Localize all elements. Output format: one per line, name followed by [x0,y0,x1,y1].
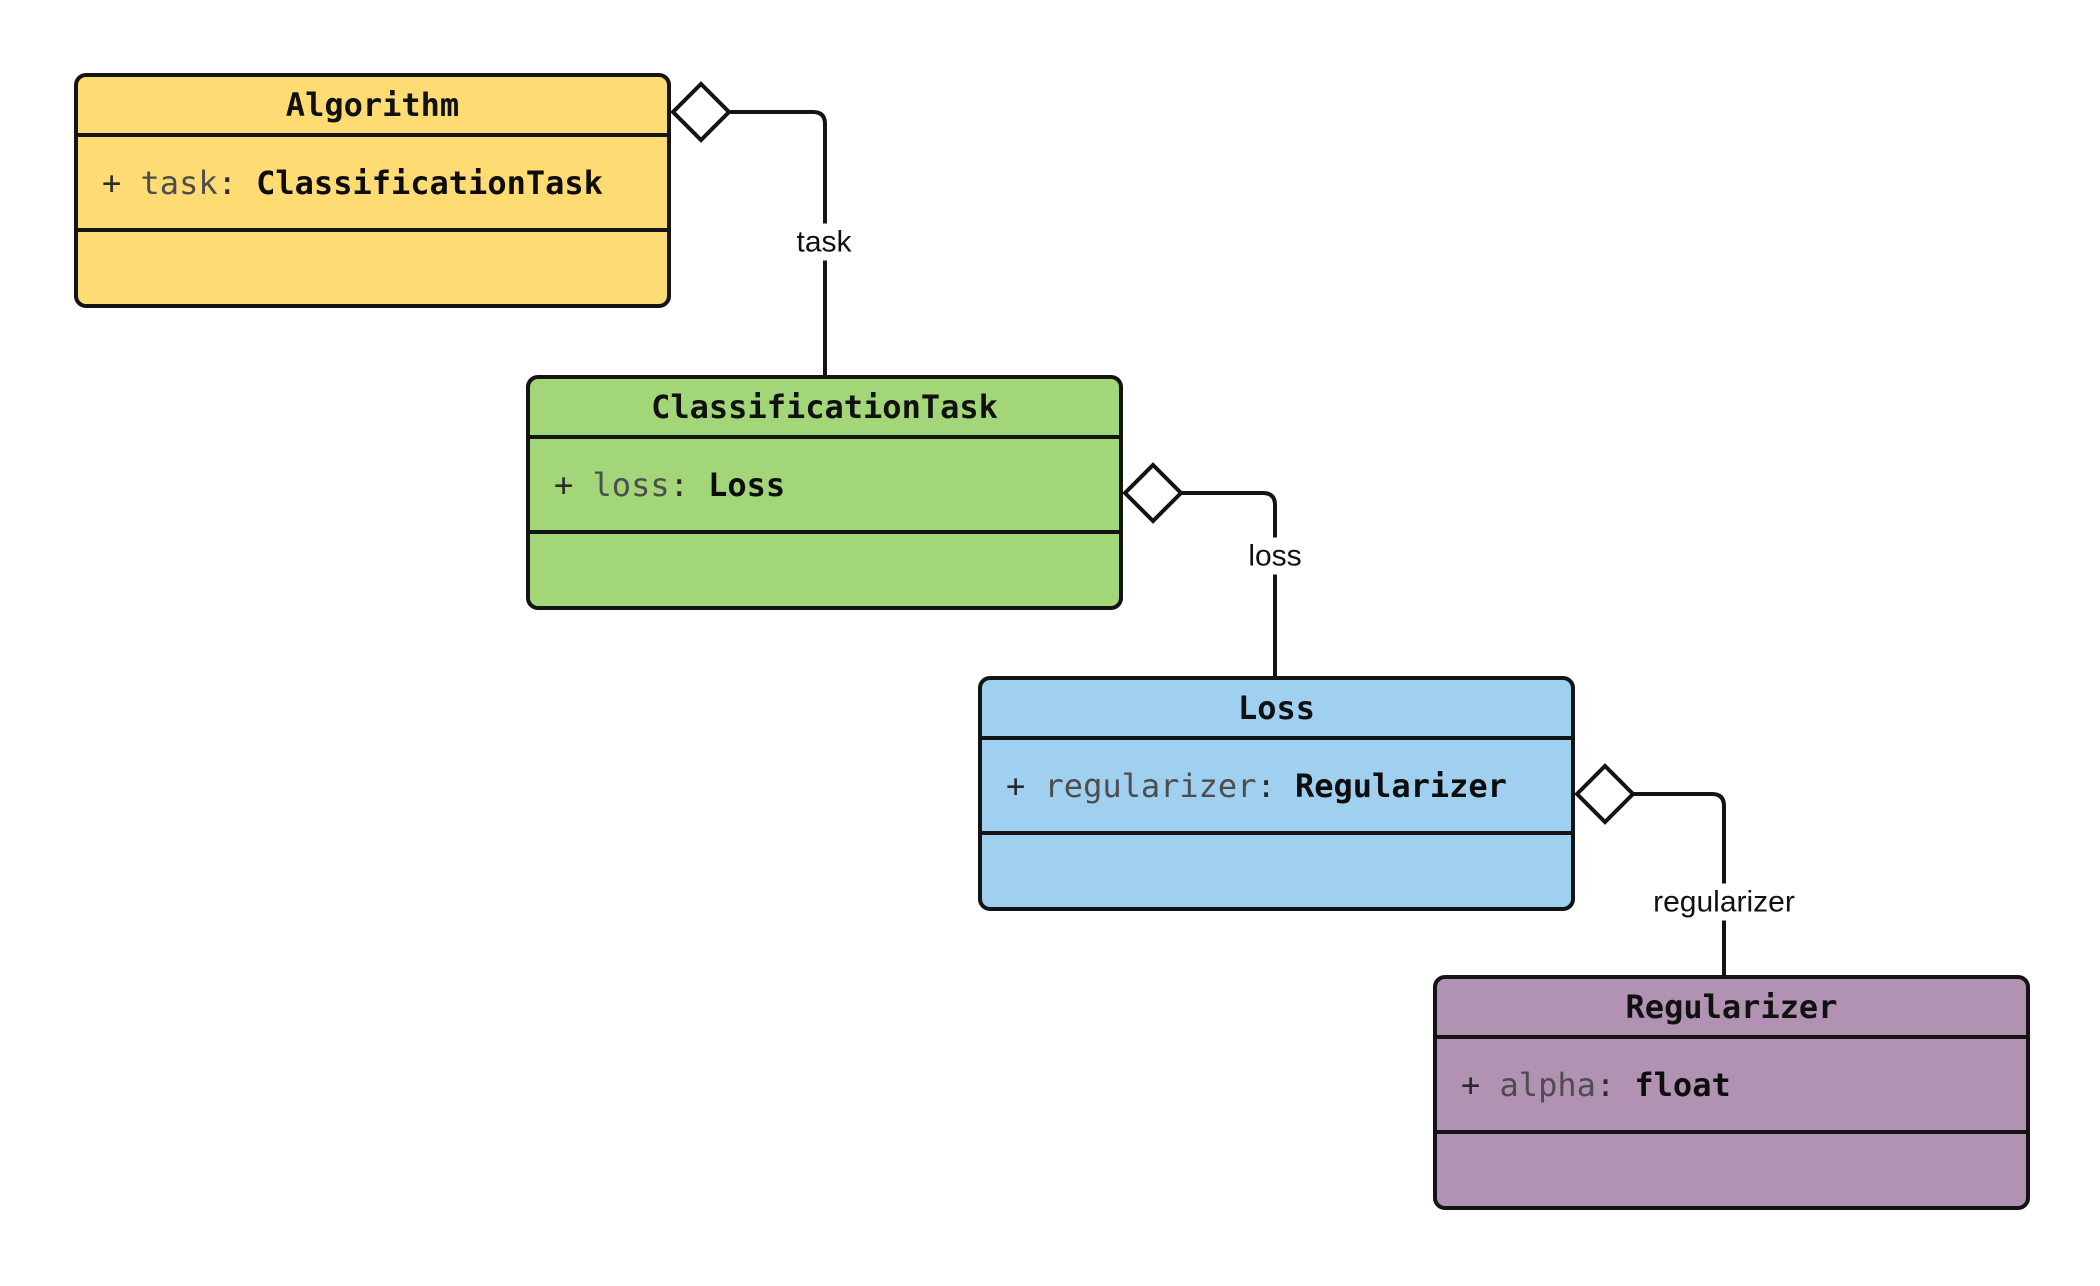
attribute-visibility: + [554,465,593,504]
class-title: Regularizer [1437,979,2026,1039]
class-node-classificationtask: ClassificationTask + loss: Loss [526,375,1123,610]
attribute-separator: : [669,465,709,504]
class-node-algorithm: Algorithm + task: ClassificationTask [74,73,671,308]
class-title: ClassificationTask [530,379,1119,439]
attribute-type: Regularizer [1294,766,1507,805]
edge-line [1181,491,1277,676]
attribute-name: regularizer [1044,766,1257,805]
attribute-visibility: + [1461,1065,1500,1104]
attribute-name: task [140,163,218,202]
class-title: Loss [982,680,1571,740]
class-node-loss: Loss + regularizer: Regularizer [978,676,1575,911]
attribute-separator: : [1256,766,1295,805]
aggregation-diamond [1574,763,1636,825]
edge-label-regularizer: regularizer [1645,883,1803,921]
attribute-separator: : [217,163,257,202]
class-attribute: + task: ClassificationTask [78,137,667,232]
attribute-type: float [1634,1065,1731,1104]
class-node-regularizer: Regularizer + alpha: float [1433,975,2030,1210]
attribute-type: Loss [708,465,786,504]
aggregation-diamond [670,81,732,143]
class-methods-empty [78,232,667,304]
class-attribute: + loss: Loss [530,439,1119,534]
attribute-visibility: + [1006,766,1045,805]
attribute-separator: : [1595,1065,1635,1104]
attribute-type: ClassificationTask [256,163,603,202]
class-methods-empty [1437,1134,2026,1206]
class-methods-empty [530,534,1119,606]
class-title: Algorithm [78,77,667,137]
aggregation-diamond [1122,462,1184,524]
class-attribute: + regularizer: Regularizer [982,740,1571,835]
class-attribute: + alpha: float [1437,1039,2026,1134]
edge-regularizer [1574,763,1726,975]
attribute-visibility: + [102,163,141,202]
edge-label-task: task [788,223,860,261]
attribute-name: loss [592,465,670,504]
class-methods-empty [982,835,1571,907]
edge-label-loss: loss [1240,537,1310,575]
attribute-name: alpha [1499,1065,1596,1104]
